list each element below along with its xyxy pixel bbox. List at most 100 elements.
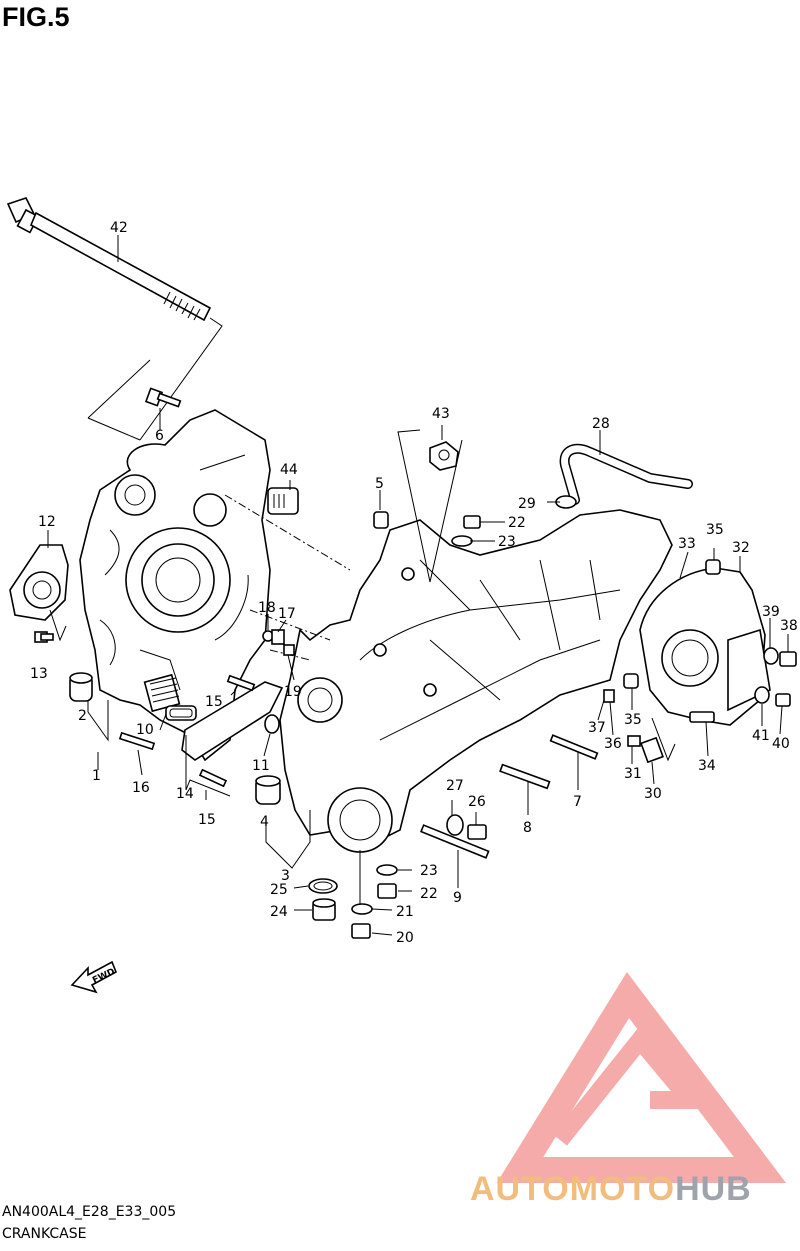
- dowel-2: [69, 672, 93, 702]
- right-crankcase-half: [279, 509, 673, 853]
- callout-28: 28: [592, 416, 610, 432]
- parts-17-18-19: [262, 629, 295, 656]
- callout-35-bottom: 35: [624, 712, 642, 728]
- guide-14: [181, 681, 284, 761]
- cover-33: [639, 567, 771, 726]
- cap-44: [267, 487, 299, 515]
- callout-40: 40: [772, 736, 790, 752]
- callout-5: 5: [375, 476, 384, 492]
- dowel-4: [255, 775, 281, 805]
- callout-13: 13: [30, 666, 48, 682]
- dowel-35-bottom: [623, 673, 639, 689]
- bolt-9: [420, 824, 490, 859]
- callout-44: 44: [280, 462, 298, 478]
- callout-18: 18: [258, 600, 276, 616]
- callout-41: 41: [752, 728, 770, 744]
- bolt-6: [144, 387, 182, 408]
- callout-22-top: 22: [508, 515, 526, 531]
- callout-15-lower: 15: [198, 812, 216, 828]
- fitting-36-37: [603, 689, 641, 747]
- watermark-text-automoto: AUTOMOTO: [470, 1170, 676, 1208]
- model-code: AN400AL4_E28_E33_005: [2, 1204, 177, 1220]
- washer-11: [264, 714, 280, 734]
- callout-11: 11: [252, 758, 270, 774]
- callout-22-bottom: 22: [420, 886, 438, 902]
- washer-23-top: [451, 535, 473, 547]
- callout-36: 36: [604, 736, 622, 752]
- hose-28: [559, 443, 693, 505]
- callout-21: 21: [396, 904, 414, 920]
- washer-27: [446, 814, 464, 836]
- callout-1: 1: [92, 768, 101, 784]
- bolt-15-lower: [198, 768, 228, 788]
- callout-25: 25: [270, 882, 288, 898]
- callout-9: 9: [453, 890, 462, 906]
- oring-25: [308, 878, 338, 894]
- washer-21: [351, 903, 373, 915]
- callout-19: 19: [284, 684, 302, 700]
- callout-39: 39: [762, 604, 780, 620]
- bolt-13: [34, 631, 54, 643]
- bolt-38: [779, 651, 797, 667]
- callout-31: 31: [624, 766, 642, 782]
- nut-43: [429, 441, 459, 471]
- callout-8: 8: [523, 820, 532, 836]
- callout-23-top: 23: [498, 534, 516, 550]
- callout-labels: 1 2 3 4 5 6 7 8 9 10 11 12 13 14 15 15 1…: [30, 220, 798, 946]
- long-bolt-42: [6, 197, 212, 322]
- callout-17: 17: [278, 606, 296, 622]
- left-crankcase-half: [79, 409, 271, 762]
- callout-33: 33: [678, 536, 696, 552]
- callout-26: 26: [468, 794, 486, 810]
- callout-35-top: 35: [706, 522, 724, 538]
- watermark-text-hub: HUB: [675, 1170, 752, 1208]
- callout-10: 10: [136, 722, 154, 738]
- callout-23-bottom: 23: [420, 863, 438, 879]
- watermark-logo: [496, 971, 787, 1183]
- plug-22-top: [463, 515, 481, 529]
- callout-6: 6: [155, 428, 164, 444]
- callout-43: 43: [432, 406, 450, 422]
- callout-2: 2: [78, 708, 87, 724]
- callout-12: 12: [38, 514, 56, 530]
- bolt-7: [549, 734, 599, 760]
- bolt-16: [118, 731, 156, 751]
- callout-38: 38: [780, 618, 798, 634]
- figure-title: FIG.5: [2, 2, 70, 32]
- callout-30: 30: [644, 786, 662, 802]
- section-name: CRANKCASE: [2, 1226, 87, 1242]
- gasket-10: [165, 705, 197, 721]
- plug-24: [312, 898, 336, 921]
- callout-16: 16: [132, 780, 150, 796]
- sensor-30: [640, 736, 664, 764]
- washer-41: [754, 686, 770, 704]
- bolt-34: [689, 711, 715, 723]
- plug-20: [351, 923, 371, 939]
- callout-27: 27: [446, 778, 464, 794]
- watermark-logo-text: AUTOMOTOHUB: [470, 1170, 752, 1209]
- dowel-5: [373, 511, 389, 529]
- plug-22-bottom: [377, 883, 397, 899]
- leader-lines: [47, 408, 789, 936]
- callout-37: 37: [588, 720, 606, 736]
- callout-34: 34: [698, 758, 716, 774]
- callout-20: 20: [396, 930, 414, 946]
- callout-3: 3: [281, 868, 290, 884]
- callout-4: 4: [260, 814, 269, 830]
- callout-42: 42: [110, 220, 128, 236]
- callout-24: 24: [270, 904, 288, 920]
- washer-39: [763, 647, 779, 665]
- washer-23-bottom: [376, 864, 398, 876]
- bolt-40: [775, 693, 791, 707]
- callout-15-upper: 15: [205, 694, 223, 710]
- callout-7: 7: [573, 794, 582, 810]
- plug-26: [467, 824, 487, 840]
- callout-14: 14: [176, 786, 194, 802]
- dowel-35-top: [705, 559, 721, 575]
- callout-32: 32: [732, 540, 750, 556]
- bolt-8: [499, 763, 551, 790]
- fwd-arrow: FWD: [70, 960, 118, 994]
- callout-29: 29: [518, 496, 536, 512]
- bolt-15-upper: [226, 674, 256, 692]
